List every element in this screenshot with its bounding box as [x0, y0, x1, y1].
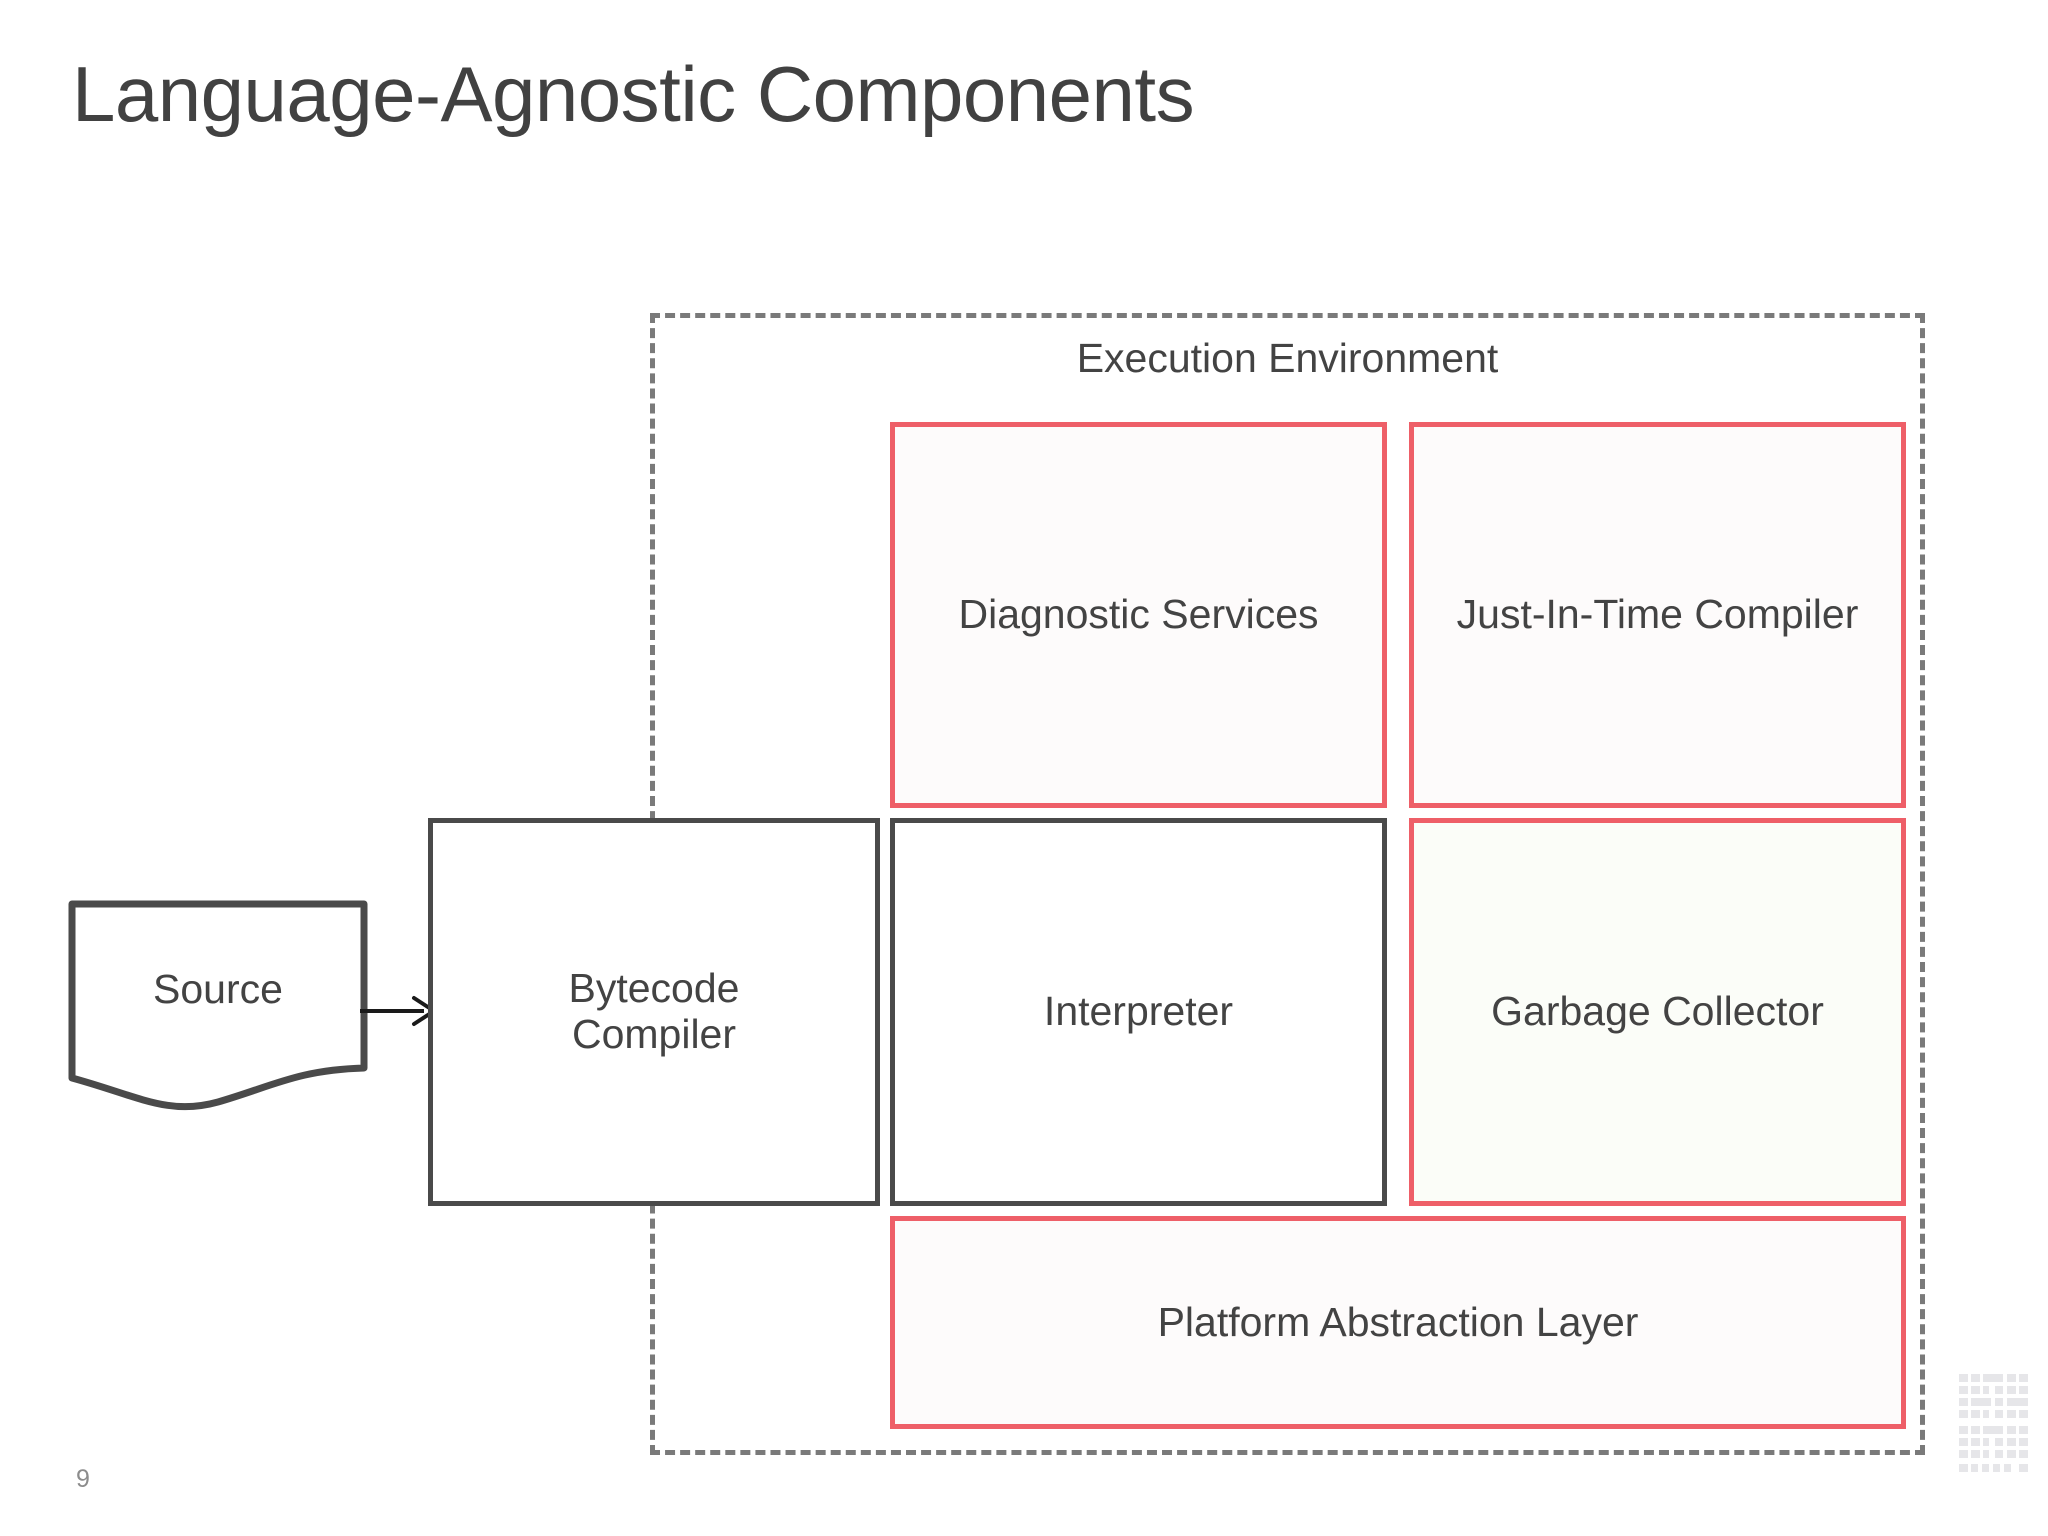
node-bytecode-compiler[interactable]: Bytecode Compiler	[428, 818, 880, 1206]
node-platform-abstraction-layer-label: Platform Abstraction Layer	[1157, 1298, 1639, 1345]
node-diagnostic-services-label: Diagnostic Services	[958, 591, 1319, 638]
ibm-logo	[1957, 1372, 2031, 1482]
node-jit-compiler[interactable]: Just-In-Time Compiler	[1409, 422, 1906, 808]
node-interpreter[interactable]: Interpreter	[890, 818, 1387, 1206]
node-garbage-collector-label: Garbage Collector	[1491, 988, 1824, 1035]
document-shape-icon	[68, 900, 368, 1111]
node-jit-compiler-label: Just-In-Time Compiler	[1456, 591, 1859, 638]
node-source[interactable]: Source	[68, 900, 368, 1115]
page-title: Language-Agnostic Components	[72, 50, 1195, 138]
node-diagnostic-services[interactable]: Diagnostic Services	[890, 422, 1387, 808]
node-platform-abstraction-layer[interactable]: Platform Abstraction Layer	[890, 1216, 1906, 1429]
page-number: 9	[76, 1465, 90, 1493]
node-interpreter-label: Interpreter	[1043, 988, 1234, 1035]
node-garbage-collector[interactable]: Garbage Collector	[1409, 818, 1906, 1206]
node-bytecode-compiler-label: Bytecode Compiler	[568, 965, 740, 1057]
execution-environment-label: Execution Environment	[1076, 335, 1499, 381]
ibm-logo-icon	[1959, 1374, 2028, 1472]
node-source-label: Source	[153, 965, 283, 1012]
